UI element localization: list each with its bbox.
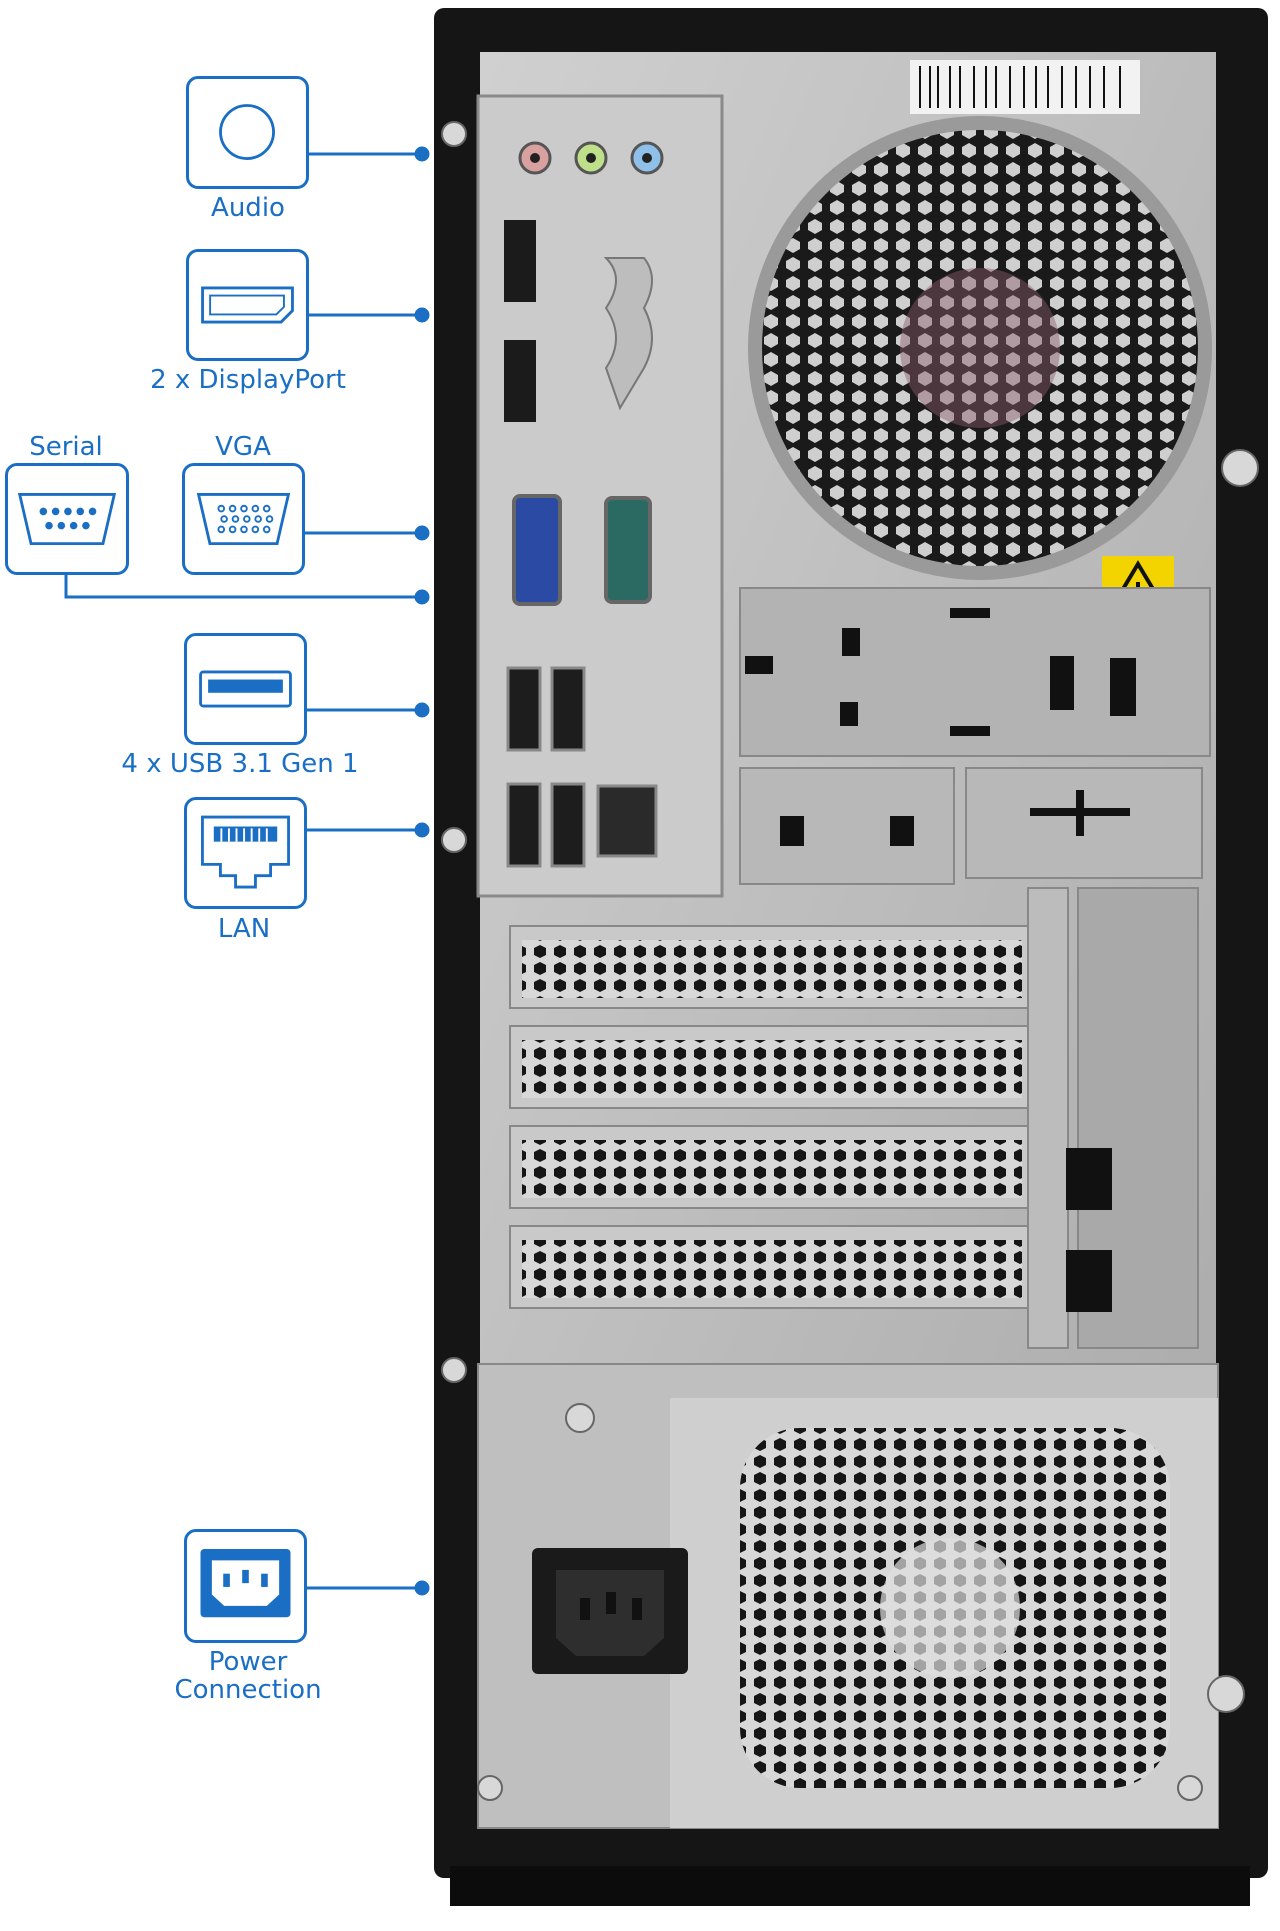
usb-ports — [506, 666, 586, 868]
displayport-icon — [201, 286, 294, 324]
vga-label: VGA — [215, 432, 271, 462]
vga-port — [512, 494, 562, 606]
serial-icon-box — [5, 463, 129, 575]
audio-jack-icon — [219, 104, 275, 160]
ethernet-port-icon — [201, 815, 290, 889]
usb-port-icon — [199, 670, 292, 708]
audio-label: Audio — [211, 193, 285, 223]
serial-port-icon — [17, 492, 117, 546]
audio-icon-box — [186, 76, 309, 189]
lan-label: LAN — [217, 914, 271, 944]
serial-port — [604, 496, 652, 604]
pc-tower-rear-view — [434, 8, 1268, 1906]
lan-icon-box — [184, 797, 307, 909]
expansion-slots — [509, 925, 1031, 1309]
serial-label: Serial — [29, 432, 103, 462]
power-socket-icon — [200, 1549, 291, 1618]
power-icon-box — [184, 1529, 307, 1643]
displayport-label: 2 x DisplayPort — [150, 365, 346, 395]
io-shield — [476, 94, 724, 898]
power-label-line2: Connection — [174, 1675, 322, 1705]
audio-jacks — [518, 141, 664, 175]
power-label-line1: Power — [208, 1647, 288, 1677]
displayport-icon-box — [186, 249, 309, 361]
ethernet-port — [596, 784, 658, 858]
usb-label: 4 x USB 3.1 Gen 1 — [121, 749, 359, 779]
displayport-1 — [504, 220, 536, 302]
vga-icon-box — [182, 463, 305, 575]
vga-port-icon — [196, 492, 291, 546]
usb-icon-box — [184, 633, 307, 745]
displayport-2 — [504, 340, 536, 422]
